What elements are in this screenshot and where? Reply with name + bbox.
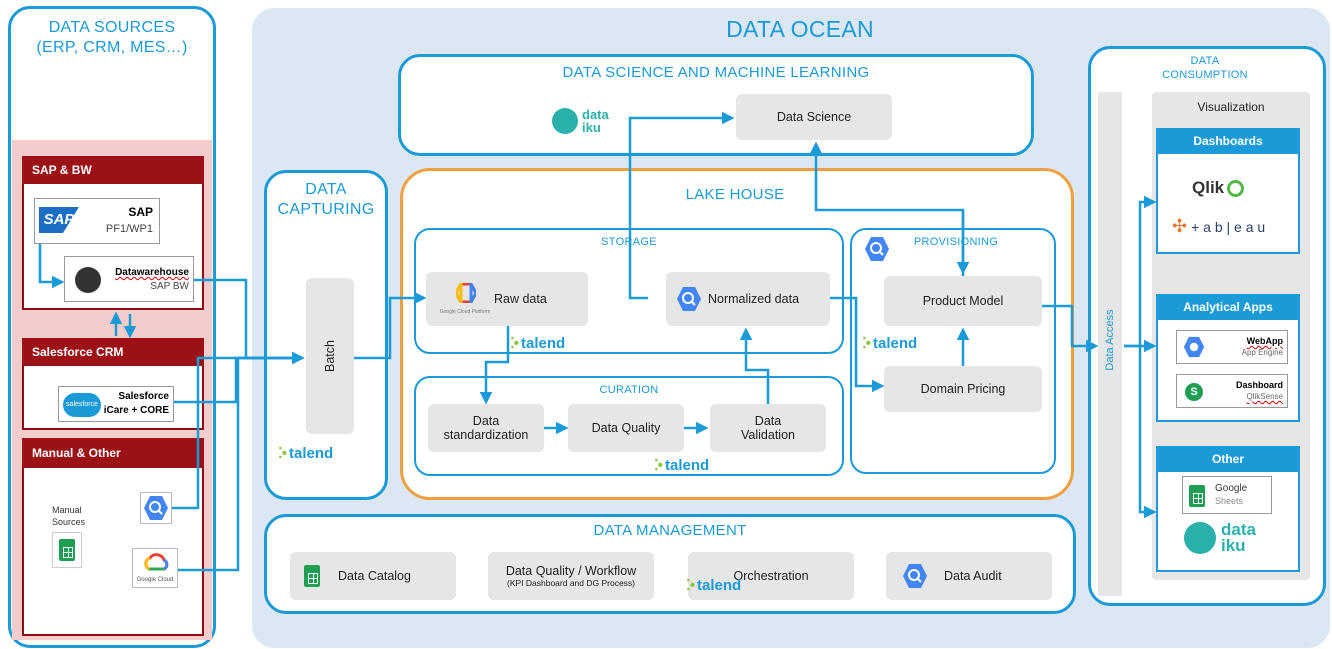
datawarehouse-sub: SAP BW [150, 281, 189, 292]
salesforce-title: Salesforce [118, 391, 169, 402]
analytical-apps-header: Analytical Apps [1156, 294, 1300, 320]
data-management-title: DATA MANAGEMENT [593, 522, 747, 539]
bigquery-icon [903, 564, 927, 588]
raw-data-box: Google Cloud Platform Raw data [426, 272, 588, 326]
domain-pricing-box: Domain Pricing [884, 366, 1042, 412]
tableau-logo: ✣ + a b | e a u [1172, 216, 1266, 236]
sheets-icon [304, 565, 320, 587]
data-science-box: Data Science [736, 94, 892, 140]
dashboards-header: Dashboards [1156, 128, 1300, 154]
other-header: Other [1156, 446, 1300, 472]
salesforce-header: Salesforce CRM [22, 338, 204, 366]
storage-talend-logo: ⁚•talend [510, 334, 566, 353]
dataiku-bird-icon [552, 108, 578, 134]
batch-label: Batch [323, 340, 337, 372]
dashboard-card: S Dashboard QlikSense [1176, 374, 1288, 408]
dataiku-bird-icon [1184, 522, 1216, 554]
data-catalog-label: Data Catalog [338, 569, 411, 583]
datawarehouse-box: Datawarehouse SAP BW [64, 256, 194, 302]
data-quality-workflow-box: Data Quality / Workflow(KPI Dashboard an… [488, 552, 654, 600]
management-talend-logo: ⁚•talend [686, 576, 742, 595]
sap-sub: PF1/WP1 [105, 223, 153, 235]
data-audit-label: Data Audit [944, 569, 1002, 583]
batch-box: Batch [306, 278, 354, 434]
manual-header: Manual & Other [22, 438, 204, 468]
capturing-talend-logo: ⁚•talend [278, 444, 334, 463]
raw-data-label: Raw data [494, 292, 547, 306]
google-cloud-label: Google Cloud [136, 577, 174, 583]
app-engine-icon [1183, 336, 1205, 358]
sap-bw-header: SAP & BW [22, 156, 204, 184]
bigquery-icon [865, 237, 889, 261]
salesforce-sub: iCare + CORE [103, 405, 169, 416]
sheets-icon [52, 532, 82, 568]
qlik-icon [1227, 179, 1245, 197]
data-ocean-title: DATA OCEAN [726, 16, 874, 42]
qlik-sense-icon: S [1185, 383, 1203, 401]
product-model-box: Product Model [884, 276, 1042, 326]
gcp-icon: Google Cloud Platform [430, 279, 500, 319]
sap-box: SAP SAP PF1/WP1 [34, 198, 160, 244]
lakehouse-title: LAKE HOUSE [685, 186, 785, 203]
bigquery-icon [140, 492, 172, 524]
sap-logo: SAP [39, 207, 79, 233]
curation-talend-logo: ⁚•talend [654, 456, 710, 475]
curation-title: CURATION [599, 384, 659, 396]
data-sources-title: DATA SOURCES(ERP, CRM, MES…) [36, 19, 188, 56]
data-quality-box: Data Quality [568, 404, 684, 452]
google-cloud-icon [144, 553, 169, 571]
normalized-data-label: Normalized data [708, 292, 800, 306]
data-access-label: Data Access [1104, 309, 1116, 371]
datawarehouse-title: Datawarehouse [115, 267, 189, 278]
orchestration-box: Orchestration [688, 552, 854, 600]
data-catalog-box: Data Catalog [290, 552, 456, 600]
tableau-icon: ✣ [1172, 216, 1188, 236]
sap-title: SAP [128, 205, 153, 219]
storage-title: STORAGE [601, 236, 657, 248]
visualization-title: Visualization [1197, 100, 1265, 114]
google-cloud-box: Google Cloud [132, 548, 178, 588]
data-access-bar [1098, 92, 1122, 596]
server-icon [75, 267, 101, 293]
webapp-card: WebApp App Engine [1176, 330, 1288, 364]
sheets-icon [1189, 485, 1205, 507]
qlik-logo: Qlik [1192, 178, 1245, 198]
google-sheets-card: Google Sheets [1182, 476, 1272, 514]
salesforce-box: salesforce Salesforce iCare + CORE [58, 386, 174, 422]
salesforce-logo: salesforce [63, 393, 101, 417]
data-audit-box: Data Audit [886, 552, 1052, 600]
provisioning-title: PROVISIONING [913, 236, 999, 248]
dsml-title: DATA SCIENCE AND MACHINE LEARNING [562, 64, 870, 81]
provisioning-talend-logo: ⁚•talend [862, 334, 918, 353]
bigquery-icon [677, 287, 701, 311]
normalized-data-box: Normalized data [666, 272, 830, 326]
